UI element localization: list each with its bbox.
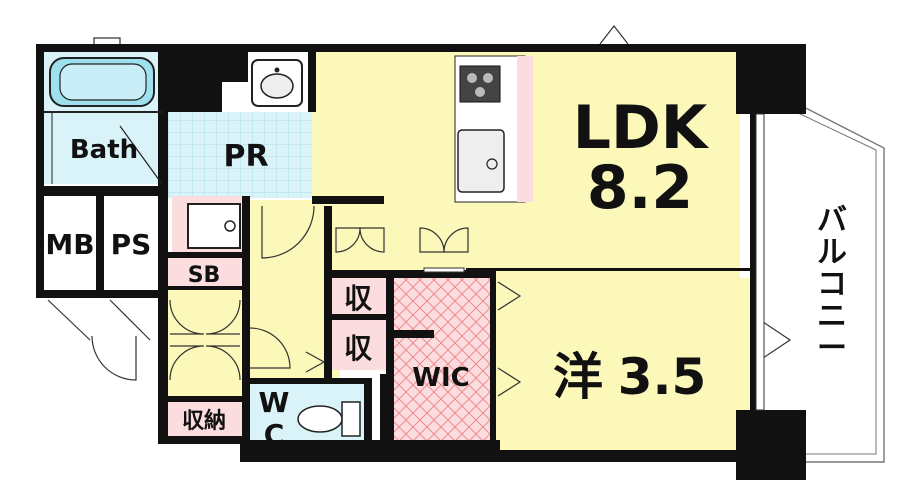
pr-floor [166, 112, 312, 198]
ps-label: PS [111, 228, 152, 261]
western-floor [492, 278, 756, 454]
windows [423, 113, 765, 411]
storage-closet-label: 収納 [182, 408, 226, 434]
walls [36, 44, 806, 480]
shu-2-floor [330, 320, 386, 370]
wc-w-label: W [259, 386, 290, 419]
sb-floor [166, 258, 242, 288]
balcony-char: ニ [817, 299, 847, 334]
balcony-char: コ [817, 267, 847, 302]
storage-floor [166, 288, 242, 400]
bath-label: Bath [70, 135, 138, 165]
wic-floor [394, 278, 490, 454]
balcony-char: ル [817, 235, 847, 270]
sb-label: SB [188, 263, 221, 288]
balcony-inner [795, 111, 877, 455]
wic-label: WIC [412, 363, 469, 393]
pr-label: PR [223, 139, 268, 174]
balcony-label: バ ル コ ニ ー [817, 203, 847, 366]
ldk-label: LDK [573, 93, 710, 163]
shu-1-label: 収 [344, 282, 373, 315]
kitchen-backsplash [517, 56, 533, 202]
door-swings [47, 25, 792, 397]
western-size: 3.5 [618, 348, 707, 406]
balcony-outline [789, 99, 885, 463]
ldk-size: 8.2 [587, 153, 693, 223]
storage-closet-floor [166, 400, 242, 436]
toilet [297, 401, 361, 437]
mb-label: MB [45, 228, 94, 261]
wc-c-label: C [264, 418, 285, 451]
washing-machine-pan [187, 203, 241, 249]
kitchen-sink [457, 129, 505, 193]
balcony-char: ー [817, 331, 847, 366]
shu-1-floor [330, 278, 386, 316]
western-label: 洋 [553, 348, 603, 406]
balcony-char: バ [817, 203, 847, 238]
shu-2-label: 収 [344, 332, 373, 365]
